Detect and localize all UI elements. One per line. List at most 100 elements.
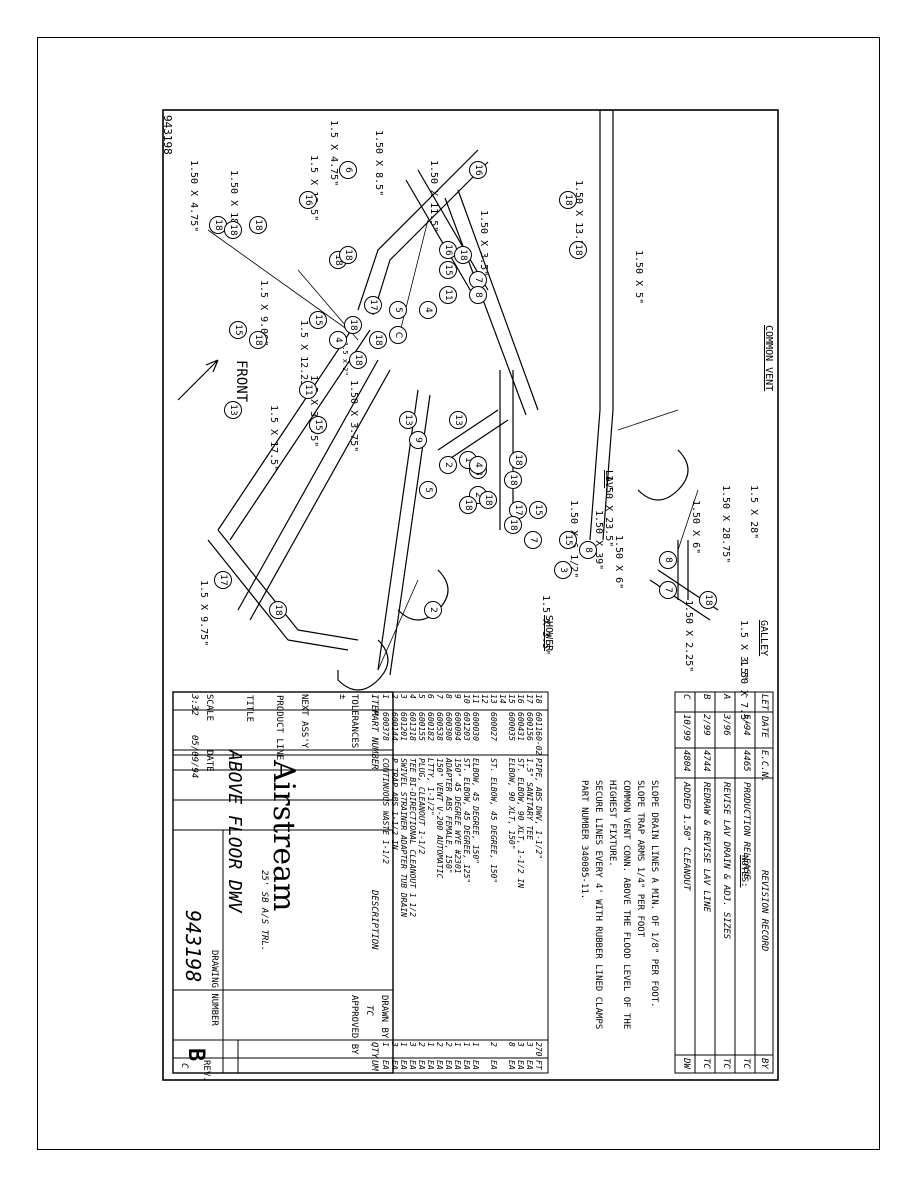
bom-cell-um: EA [444, 1060, 453, 1070]
bom-cell-item: 7 [435, 694, 444, 699]
rev-cell-date: 3/96 [721, 714, 731, 736]
rev-cell-let: - [741, 694, 751, 700]
bom-cell-part: 601318 [408, 712, 417, 741]
date-value: 05/09/94 [189, 735, 199, 779]
note-line: PART NUMBER 340085-11. [579, 780, 589, 900]
bom-cell-qty: 2 [444, 1042, 453, 1047]
bom-cell-item: 8 [444, 694, 453, 699]
bom-header-part: PART NUMBER [369, 710, 379, 770]
rev-cell-by: TC [701, 1058, 711, 1069]
bom-cell-qty: 3 [516, 1042, 525, 1047]
bom-cell-desc: 150" VENT V-200 AUTOMATIC [435, 758, 444, 879]
note-line: COMMON VENT CONN. ABOVE THE FLOOD LEVEL … [621, 780, 631, 1030]
bom-cell-item: 6 [426, 694, 435, 699]
tolerances-value: ± [337, 694, 347, 700]
bom-cell-item: 13 [489, 694, 498, 704]
bom-cell-desc: PIPE, ABS DWV, 1-1/2" [534, 758, 543, 860]
bom-cell-qty: 1 [399, 1042, 408, 1047]
bom-cell-um: EA [525, 1060, 534, 1070]
note-line: HIGHEST FIXTURE. [607, 780, 617, 867]
rev-cell-date: 5/94 [741, 714, 751, 736]
note-line: SECURE LINES EVERY 4' WITH RUBBER LINED … [593, 780, 603, 1030]
bom-cell-um: EA [417, 1060, 426, 1070]
rev-value: C [179, 1063, 189, 1069]
bom-cell-desc: 1.5" SANITARY TEE [525, 758, 534, 840]
bom-cell-part: 600156 [525, 712, 534, 741]
bom-cell-desc: SWIVEL STRAINER ADAPTER TUB DRAIN [399, 758, 408, 917]
bom-cell-um: EA [381, 1060, 390, 1070]
bom-cell-desc: CONTINUOUS WASTE 1-1/2 [381, 758, 390, 864]
bom-cell-desc: ST. ELBOW, 90 XLT, 1-1/2 IN [516, 758, 525, 889]
note-line: SLOPE DRAIN LINES A MIN. OF 1/8" PER FOO… [649, 780, 659, 1008]
drawing-number: 943198 [181, 910, 205, 983]
rev-cell-let: B [701, 694, 711, 700]
bom-cell-part: 600378 [381, 712, 390, 741]
bom-cell-part: 600027 [489, 712, 498, 741]
pipe-diagram [177, 110, 719, 691]
bom-cell-qty: 2 [435, 1042, 444, 1047]
bom-cell-desc: LTTY, 1-1/2" [426, 758, 435, 816]
bom-cell-qty: 1 [381, 1042, 390, 1047]
bom-cell-um: FT [534, 1060, 543, 1070]
drawn-by-label: DRAWN BY [379, 995, 389, 1039]
rev-header-let: LET [759, 694, 769, 711]
tolerances-label: TOLERANCES [349, 694, 359, 749]
bom-cell-um: EA [471, 1060, 480, 1070]
drawing-number-label: DRAWING NUMBER [209, 950, 219, 1026]
product-line: 25' SB A/S TRL. [259, 870, 269, 952]
bom-cell-um: EA [516, 1060, 525, 1070]
drawing-title: ABOVE FLOOR DWV [224, 750, 245, 913]
bom-cell-item: 3 [399, 694, 408, 699]
bom-cell-desc: 150" 45 DEGREE WYE #2301 [453, 758, 462, 874]
bom-cell-desc: ADAPTER ABS FEMALE, 150" [444, 758, 453, 874]
bom-cell-item: 14 [498, 694, 507, 704]
notes-title: NOTES: [739, 855, 749, 888]
rev-cell-desc: REVISE LAV DRAIN & ADJ. SIZES [721, 782, 731, 940]
bom-cell-qty: 2 [417, 1042, 426, 1047]
rev-title: REVISION RECORD [759, 870, 769, 952]
bom-cell-item: 4 [408, 694, 417, 699]
scale-label: SCALE [204, 694, 214, 722]
bom-cell-part: 601203 [462, 712, 471, 741]
bom-cell-desc: ELBOW, 45 DEGREE, 150" [471, 758, 480, 864]
rev-cell-ecn: 4804 [681, 750, 691, 772]
approved-by-label: APPROVED BY [349, 995, 359, 1055]
bom-cell-item: 12 [480, 694, 489, 704]
company-name: Airstream [266, 760, 301, 912]
bom-cell-um: EA [408, 1060, 417, 1070]
rev-header-date: DATE [759, 716, 769, 738]
bom-cell-item: 9 [453, 694, 462, 699]
rev-cell-by: TC [721, 1058, 731, 1069]
rev-cell-desc: ADDED 1.50" CLEANOUT [681, 782, 691, 891]
bom-cell-qty: 270 [534, 1042, 543, 1057]
bom-cell-part: 600182 [426, 712, 435, 741]
bom-cell-desc: PLUG, CLEANOUT 1-1/2 [417, 758, 426, 855]
rev-header-by: BY [759, 1058, 769, 1069]
drawn-by: TC [364, 1005, 374, 1016]
drawing-sheet: 1.50 X 4.75" 1.50 X 18" 1.5 X 12.5" 1.5 … [163, 110, 778, 1080]
bom-cell-part: 600308 [444, 712, 453, 741]
rev-cell-date: 2/99 [701, 714, 711, 736]
rev-cell-let: C [681, 694, 691, 700]
bom-cell-um: EA [390, 1060, 399, 1070]
bom-cell-item: 11 [471, 694, 480, 704]
bom-cell-item: 5 [417, 694, 426, 699]
bom-cell-desc: P TRAP ABS 1-1/2 IN [390, 758, 399, 850]
bom-cell-qty: 8 [507, 1042, 516, 1047]
bom-cell-desc: ST. ELBOW, 45 DEGREE, 125" [462, 758, 471, 884]
bom-cell-um: EA [435, 1060, 444, 1070]
scale-value: 3:32 [189, 694, 199, 716]
bom-cell-item: 18 [534, 694, 543, 704]
note-line: SLOPE TRAP ARMS 1/4" PER FOOT [635, 780, 645, 938]
bom-cell-part: 600155 [417, 712, 426, 741]
rev-cell-by: DW [681, 1058, 691, 1069]
bom-cell-item: 10 [462, 694, 471, 704]
bom-cell-um: EA [399, 1060, 408, 1070]
bom-cell-part: 601201 [399, 712, 408, 741]
bom-cell-item: 15 [507, 694, 516, 704]
bom-cell-qty: 1 [453, 1042, 462, 1047]
bom-cell-part: 600144 [390, 712, 399, 741]
rev-cell-desc: REDRAW & REVISE LAV LINE [701, 782, 711, 913]
rev-cell-ecn: 4465 [741, 750, 751, 772]
bom-cell-qty: 1 [426, 1042, 435, 1047]
